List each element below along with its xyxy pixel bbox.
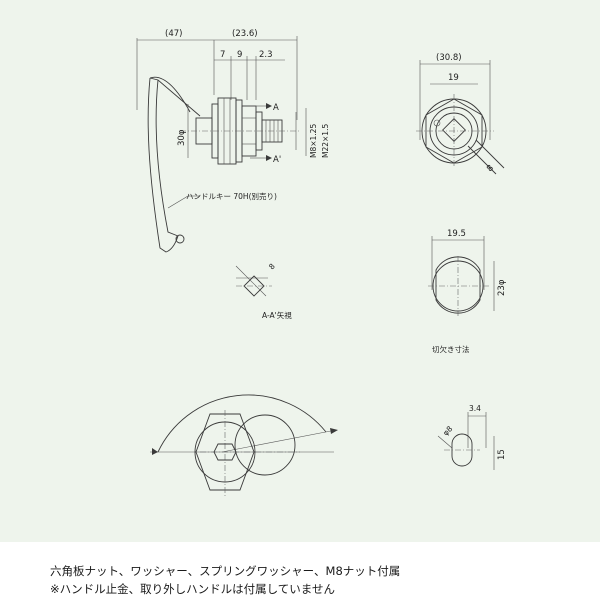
dim-9: 9 — [237, 50, 242, 60]
cutout-view: 19.5 23φ 切欠き寸法 — [428, 229, 507, 354]
dim-7: 7 — [220, 50, 225, 60]
front-view: (30.8) 19 8 — [416, 53, 505, 175]
dim-overall-right: (23.6) — [232, 29, 258, 39]
dim-dia-30: 30φ — [177, 129, 187, 146]
cutout-dim-19-5: 19.5 — [447, 229, 466, 239]
section-view: 8 A-A'矢視 — [235, 262, 292, 320]
detail-dim-dia-8: φ8 — [441, 424, 454, 437]
small-detail-view: 3.4 φ8 15 — [437, 404, 507, 470]
side-view: (47) (23.6) 7 9 2.3 — [136, 29, 330, 253]
note-line-2: ※ハンドル止金、取り外しハンドルは付属していません — [50, 582, 335, 596]
section-mark-a-prime: A' — [273, 155, 281, 165]
notes-block: 六角板ナット、ワッシャー、スプリングワッシャー、M8ナット付属 ※ハンドル止金、… — [50, 562, 590, 598]
note-line-1: 六角板ナット、ワッシャー、スプリングワッシャー、M8ナット付属 — [50, 564, 401, 578]
section-mark-a: A — [273, 103, 279, 113]
detail-dim-3-4: 3.4 — [469, 404, 481, 413]
dim-width-19: 19 — [448, 73, 459, 83]
dim-2-3: 2.3 — [259, 50, 273, 60]
cutout-dim-23: 23φ — [497, 279, 507, 296]
handle-key-label: ハンドルキー 70H(別売り) — [186, 191, 277, 201]
dim-m8: M8×1.25 — [309, 124, 318, 158]
detail-dim-15: 15 — [497, 449, 507, 460]
dim-key-8: 8 — [485, 163, 496, 174]
section-dim-8: 8 — [267, 262, 277, 272]
dim-overall-left: (47) — [165, 29, 182, 39]
drawing-canvas: (47) (23.6) 7 9 2.3 — [136, 29, 507, 498]
dim-m22: M22×1.5 — [321, 124, 330, 158]
technical-drawing: (47) (23.6) 7 9 2.3 — [0, 0, 600, 542]
rotation-view — [150, 394, 338, 498]
section-caption: A-A'矢視 — [262, 310, 292, 320]
cutout-caption: 切欠き寸法 — [432, 344, 470, 354]
dim-overall-30-8: (30.8) — [436, 53, 462, 63]
